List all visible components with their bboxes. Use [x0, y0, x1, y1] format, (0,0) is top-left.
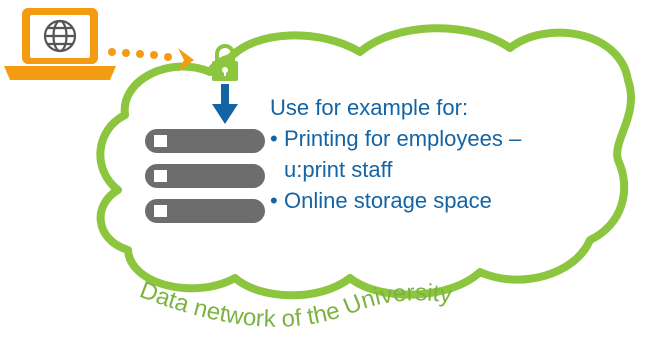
server-icon [145, 164, 265, 188]
usage-text: Use for example for: • Printing for empl… [270, 92, 610, 216]
server-icon [145, 199, 265, 223]
dotted-connection-arrow [108, 48, 194, 72]
bullet: • [270, 188, 278, 213]
server-icon [145, 129, 265, 153]
list-item: • Online storage space [270, 185, 610, 216]
bullet: • [270, 126, 278, 151]
arrow-down-icon [212, 84, 238, 124]
server-stack [145, 129, 265, 223]
globe-icon [43, 19, 77, 53]
list-item-continuation: u:print staff [284, 157, 393, 182]
network-cloud [96, 24, 635, 300]
list-item: • Printing for employees – [270, 123, 610, 154]
list-item-text: Online storage space [284, 188, 492, 213]
usage-intro: Use for example for: [270, 95, 469, 120]
lock-icon [212, 44, 238, 81]
list-item-text: Printing for employees – [284, 126, 522, 151]
